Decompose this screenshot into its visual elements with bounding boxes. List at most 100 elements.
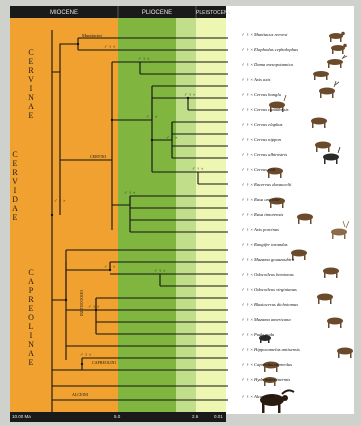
species-row: ♂ ♀ ×Cervus nippon [231, 135, 281, 144]
node-label: ♂ ♀ × [80, 352, 92, 357]
scale-label: 5.0 [114, 414, 120, 419]
species-name: Odocoileus virginianus [254, 287, 297, 292]
species-name: Rusa unicolor [254, 197, 280, 202]
node-label: ♂ ♀ × [88, 304, 100, 309]
species-name: Axis porcinus [254, 227, 279, 232]
sex-symbol-marks: ♂ ♀ × [231, 332, 254, 337]
species-name: Rangifer tarandus [254, 242, 288, 247]
node-label: ♂ ♀ × [104, 264, 116, 269]
subfamily-label-capreolinae: C A P R E O L I N A E [26, 268, 36, 367]
species-name: Cervus hanglu [254, 92, 281, 97]
species-row: ♂ ♀ ×Odocoileus hemionus [231, 270, 294, 279]
scale-label: 10.00 Ma [12, 414, 31, 419]
scale-label: 2.6 [192, 414, 198, 419]
species-row: ♂ ♀ ×Mazama americana [231, 315, 291, 324]
sex-symbol-marks: ♂ ♀ × [231, 362, 254, 367]
sex-symbol-marks: ♂ ♀ × [231, 47, 254, 52]
species-row: ♂ ♀ ×Pudu puda [231, 330, 274, 339]
sex-symbol-marks: ♂ ♀ × [231, 347, 254, 352]
sex-symbol-marks: ♂ ♀ × [231, 62, 254, 67]
sex-symbol-marks: ♂ ♀ × [231, 394, 254, 399]
clade-label-odocoileini: ODOCOILEINI [79, 290, 84, 316]
sex-symbol-marks: ♂ ♀ × [231, 227, 254, 232]
sex-symbol-marks: ♂ ♀ × [231, 152, 254, 157]
node-label: ♂ ♀ × [192, 166, 204, 171]
species-row: ♂ ♀ ×Elaphodus cephalophus [231, 45, 298, 54]
capreolinae-vertical-text: C A P R E O L I N A E [28, 268, 34, 367]
sex-symbol-marks: ♂ ♀ × [231, 137, 254, 142]
sex-symbol-marks: ♂ ♀ × [231, 107, 254, 112]
node-label: ♂ ♀ × [54, 198, 66, 203]
species-row: ♂ ♀ ×Odocoileus virginianus [231, 285, 297, 294]
species-name: Blastocerus dichotomus [254, 302, 298, 307]
species-name: Dama mesopotamica [254, 62, 293, 67]
species-row: ♂ ♀ ×Rusa unicolor [231, 195, 280, 204]
species-row: ♂ ♀ ×Axis axis [231, 75, 270, 84]
species-name: Pudu puda [254, 332, 274, 337]
species-row: ♂ ♀ ×Rucervus duvaucelii [231, 180, 291, 189]
species-row: ♂ ♀ ×Cervus eldi [231, 165, 275, 174]
clade-label-cervini: CERVINI [90, 154, 106, 159]
node-label: ♂ ♀ × [166, 135, 178, 140]
species-row: ♂ ♀ ×Cervus hanglu [231, 90, 281, 99]
species-row: ♂ ♀ ×Mazama gouazoubira [231, 255, 294, 264]
species-row: ♂ ♀ ×Rangifer tarandus [231, 240, 288, 249]
species-name: Elaphodus cephalophus [254, 47, 298, 52]
species-row: ♂ ♀ ×Muntiacus reevesi [231, 30, 287, 39]
species-row: ♂ ♀ ×Cervus albirostris [231, 150, 287, 159]
species-name: Mazama gouazoubira [254, 257, 294, 262]
node-label: ♂ ♀ × [184, 92, 196, 97]
species-row: ♂ ♀ ×Hydropotes inermis [231, 375, 290, 384]
sex-symbol-marks: ♂ ♀ × [231, 167, 254, 172]
species-name: Cervus canadensis [254, 107, 289, 112]
sex-symbol-marks: ♂ ♀ × [231, 242, 254, 247]
sex-symbol-marks: ♂ ♀ × [231, 287, 254, 292]
sex-symbol-marks: ♂ ♀ × [231, 377, 254, 382]
sex-symbol-marks: ♂ ♀ × [231, 32, 254, 37]
species-name: Capreolus capreolus [254, 362, 292, 367]
subfamily-label-cervinae: C E R V I N A E [26, 48, 36, 120]
species-row: ♂ ♀ ×Capreolus capreolus [231, 360, 292, 369]
node-label: ♂ ♀ × [154, 268, 166, 273]
node-label: ♂ ♀ × [138, 56, 150, 61]
species-name: Rucervus duvaucelii [254, 182, 291, 187]
species-name: Odocoileus hemionus [254, 272, 294, 277]
species-row: ♂ ♀ ×Cervus canadensis [231, 105, 289, 114]
epoch-label-pleistocene: PLEISTOCENE [196, 10, 226, 16]
species-name: Mazama americana [254, 317, 291, 322]
species-row: ♂ ♀ ×Rusa timorensis [231, 210, 283, 219]
node-label: ♂ ♀ × [124, 190, 136, 195]
pliocene-band-light [176, 6, 196, 414]
species-name: Alces alces [254, 394, 275, 399]
species-name: Hippocamelus antisensis [254, 347, 300, 352]
clade-label-muntiacini: Muntiacini [82, 33, 102, 38]
species-row: ♂ ♀ ×Blastocerus dichotomus [231, 300, 298, 309]
species-name: Cervus elaphus [254, 122, 282, 127]
sex-symbol-marks: ♂ ♀ × [231, 92, 254, 97]
clade-label-capreolini: CAPREOLINI [92, 360, 116, 365]
clade-label-alceini: ALCEINI [72, 392, 88, 397]
species-name: Axis axis [254, 77, 270, 82]
species-name: Hydropotes inermis [254, 377, 290, 382]
species-name: Cervus eldi [254, 167, 275, 172]
family-label-cervidae: C E R V I D A E [10, 150, 20, 222]
species-row: ♂ ♀ ×Alces alces [231, 392, 275, 401]
epoch-label-miocene: MIOCENE [10, 10, 118, 16]
species-name: Cervus nippon [254, 137, 281, 142]
cervinae-vertical-text: C E R V I N A E [28, 48, 34, 120]
pliocene-band-dark [118, 6, 176, 414]
sex-symbol-marks: ♂ ♀ × [231, 182, 254, 187]
species-row: ♂ ♀ ×Cervus elaphus [231, 120, 282, 129]
sex-symbol-marks: ♂ ♀ × [231, 77, 254, 82]
sex-symbol-marks: ♂ ♀ × [231, 197, 254, 202]
sex-symbol-marks: ♂ ♀ × [231, 212, 254, 217]
species-row: ♂ ♀ ×Hippocamelus antisensis [231, 345, 300, 354]
species-row: ♂ ♀ ×Dama mesopotamica [231, 60, 293, 69]
cervidae-vertical-text: C E R V I D A E [12, 150, 18, 222]
sex-symbol-marks: ♂ ♀ × [231, 317, 254, 322]
sex-symbol-marks: ♂ ♀ × [231, 257, 254, 262]
node-label: ♂ ♀ × [104, 44, 116, 49]
node-label: ♂ ♀ × [146, 114, 158, 119]
